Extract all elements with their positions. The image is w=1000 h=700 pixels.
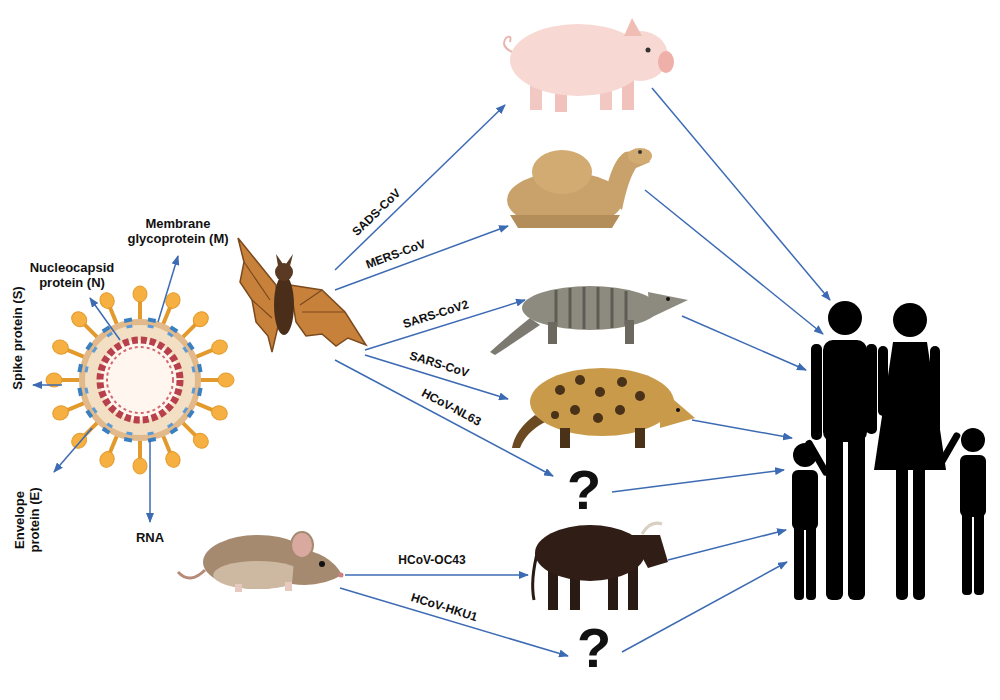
- virus-name: HCoV-NL63: [419, 387, 483, 430]
- envelope: [82, 322, 198, 438]
- membrane-protein: [124, 431, 134, 442]
- leader-line: [158, 256, 178, 322]
- rna-ring: [100, 340, 180, 420]
- rna-ring: [107, 347, 173, 413]
- membrane-protein: [77, 386, 88, 396]
- spike: [196, 373, 234, 387]
- arrow: [345, 574, 528, 576]
- arrow: [645, 190, 823, 334]
- membrane-protein: [191, 364, 202, 374]
- arrow: [668, 530, 786, 560]
- virus-name: SADS-CoV: [350, 187, 404, 240]
- virus-illustration: [46, 286, 234, 474]
- mongoose-illustration: [490, 286, 688, 355]
- arrow: [335, 360, 553, 476]
- membrane-protein: [102, 422, 114, 435]
- membrane-protein: [85, 406, 98, 418]
- membrane-protein: [77, 364, 88, 374]
- question-mark: ?: [567, 462, 601, 518]
- protein-label: Membrane glycoprotein (M): [118, 217, 238, 247]
- mouse-illustration: [178, 532, 344, 592]
- virus-name: SARS-CoV: [408, 349, 471, 380]
- arrow: [682, 316, 806, 370]
- bat-illustration: [238, 238, 366, 352]
- arrow: [340, 588, 568, 656]
- arrow: [612, 470, 784, 492]
- transmission-arrows: [335, 88, 830, 656]
- virus-name: SARS-CoV2: [401, 298, 470, 332]
- virus-name: HCoV-OC43: [398, 554, 465, 568]
- membrane-protein: [124, 317, 134, 328]
- spike: [133, 286, 147, 324]
- pig-illustration: [504, 18, 674, 112]
- bull-illustration: [533, 523, 668, 610]
- membrane-protein: [182, 342, 195, 354]
- rna-label: RNA: [136, 531, 164, 546]
- protein-label: Nucleocapsid protein (N): [20, 261, 125, 291]
- membrane-protein: [191, 386, 202, 396]
- protein-label: Spike protein (S): [11, 286, 26, 389]
- membrane-protein: [146, 431, 156, 442]
- camel-illustration: [507, 148, 652, 228]
- membrane-protein: [102, 325, 114, 338]
- membrane-protein: [166, 422, 178, 435]
- family-silhouette: [792, 301, 986, 600]
- civet-illustration: [512, 368, 695, 448]
- question-mark: ?: [577, 620, 611, 676]
- membrane-protein: [182, 406, 195, 418]
- protein-label: Envelope protein (E): [13, 480, 43, 560]
- leader-line: [33, 384, 62, 386]
- leader-lines: [33, 256, 178, 522]
- spike: [133, 436, 147, 474]
- membrane-protein: [85, 342, 98, 354]
- arrow: [622, 562, 787, 652]
- membrane-protein: [166, 325, 178, 338]
- leader-line: [149, 440, 151, 522]
- leader-line: [90, 298, 120, 340]
- leader-line: [54, 428, 92, 472]
- arrow: [692, 420, 792, 438]
- membrane-protein: [146, 317, 156, 328]
